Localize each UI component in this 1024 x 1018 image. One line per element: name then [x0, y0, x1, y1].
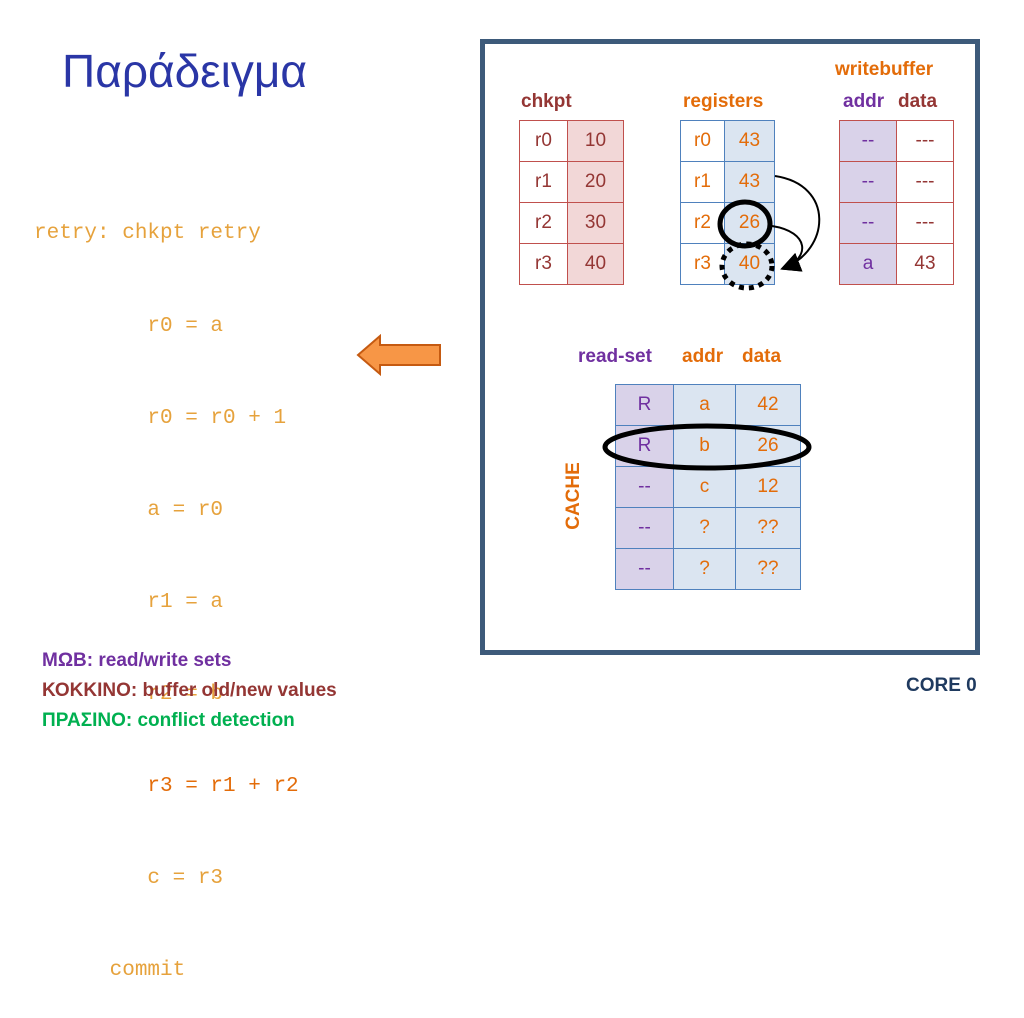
code-listing: retry: chkpt retry r0 = a r0 = r0 + 1 a … — [34, 158, 299, 1018]
cache-data: 12 — [735, 466, 801, 508]
legend-purple: ΜΩΒ: read/write sets — [42, 650, 232, 671]
core-box — [480, 39, 980, 655]
code-line: r1 = a — [34, 590, 224, 614]
cache-readset: R — [615, 425, 674, 467]
wb-addr: -- — [839, 161, 897, 203]
wb-data: --- — [896, 120, 954, 162]
wb-data: --- — [896, 202, 954, 244]
reg-value: 20 — [567, 161, 624, 203]
writebuffer-header: writebuffer — [835, 59, 934, 80]
registers-header: registers — [683, 91, 764, 112]
cache-data-header: data — [742, 346, 782, 367]
table-row: ----- — [839, 161, 954, 203]
readset-header: read-set — [578, 346, 652, 367]
wb-data: 43 — [896, 243, 954, 285]
cache-addr: c — [673, 466, 736, 508]
code-line: r2 = b — [34, 682, 224, 706]
reg-value: 43 — [724, 161, 775, 203]
cache-data: ?? — [735, 548, 801, 590]
code-line: a = r0 — [34, 498, 224, 522]
reg-name: r1 — [680, 161, 725, 203]
cache-addr: b — [673, 425, 736, 467]
reg-name: r0 — [519, 120, 568, 162]
cache-readset: -- — [615, 466, 674, 508]
cache-label: CACHE — [563, 462, 584, 530]
legend-green: ΠΡΑΣΙΝΟ: conflict detection — [42, 710, 295, 731]
table-row: ----- — [839, 120, 954, 162]
code-line-current: r3 = r1 + r2 — [34, 774, 299, 798]
code-line: r0 = r0 + 1 — [34, 406, 287, 430]
code-line: retry: chkpt retry — [34, 222, 261, 246]
cache-readset: -- — [615, 507, 674, 549]
reg-name: r0 — [680, 120, 725, 162]
wb-addr: -- — [839, 202, 897, 244]
cache-data: ?? — [735, 507, 801, 549]
slide-title: Παράδειγμα — [62, 45, 308, 97]
table-row: ----- — [839, 202, 954, 244]
cache-addr: a — [673, 384, 736, 426]
reg-value: 40 — [724, 243, 775, 285]
wb-data: --- — [896, 161, 954, 203]
reg-value: 30 — [567, 202, 624, 244]
cache-readset: R — [615, 384, 674, 426]
current-line-arrow-icon — [356, 334, 441, 377]
code-line: c = r3 — [34, 867, 224, 891]
reg-name: r1 — [519, 161, 568, 203]
code-line: commit — [34, 959, 186, 983]
table-row: --??? — [615, 507, 801, 549]
reg-value: 40 — [567, 243, 624, 285]
cache-data: 26 — [735, 425, 801, 467]
chkpt-header: chkpt — [521, 91, 572, 112]
table-row: --??? — [615, 548, 801, 590]
cache-addr: ? — [673, 548, 736, 590]
cache-addr-header: addr — [682, 346, 724, 367]
writebuffer-data-header: data — [898, 91, 938, 112]
reg-value: 26 — [724, 202, 775, 244]
cache-readset: -- — [615, 548, 674, 590]
core-label: CORE 0 — [906, 675, 977, 696]
cache-data: 42 — [735, 384, 801, 426]
reg-name: r3 — [519, 243, 568, 285]
wb-addr: -- — [839, 120, 897, 162]
reg-name: r2 — [519, 202, 568, 244]
code-line: r0 = a — [34, 314, 224, 338]
cache-addr: ? — [673, 507, 736, 549]
reg-name: r2 — [680, 202, 725, 244]
writebuffer-addr-header: addr — [843, 91, 885, 112]
reg-value: 10 — [567, 120, 624, 162]
legend-red: ΚΟΚΚΙΝΟ: buffer old/new values — [42, 680, 337, 701]
wb-addr: a — [839, 243, 897, 285]
reg-name: r3 — [680, 243, 725, 285]
reg-value: 43 — [724, 120, 775, 162]
